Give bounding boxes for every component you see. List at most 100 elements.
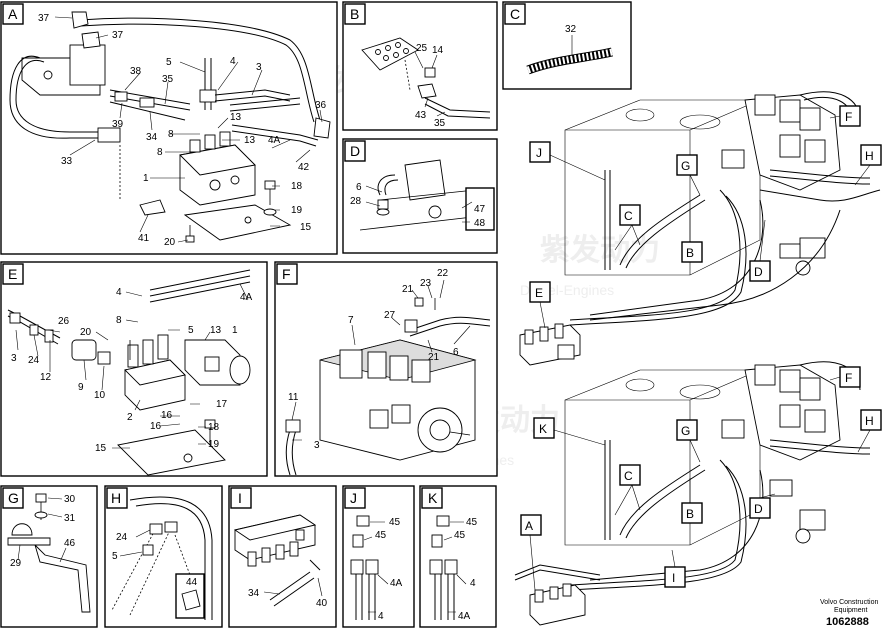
svg-text:17: 17 (216, 399, 228, 410)
panel-f: F 7 27 21 23 22 21 6 11 3 (274, 261, 498, 477)
panel-g: G 30 31 29 46 (0, 485, 98, 628)
svg-text:45: 45 (389, 517, 401, 528)
svg-text:12: 12 (40, 372, 52, 383)
footer: Volvo Construction Equipment 1062888 (820, 599, 878, 628)
svg-text:5: 5 (166, 57, 172, 68)
svg-text:48: 48 (474, 218, 486, 229)
svg-text:11: 11 (288, 392, 299, 403)
panel-e: E 4 4A 8 5 13 1 26 20 (0, 261, 268, 477)
svg-text:16: 16 (161, 410, 173, 421)
panel-b-title: B (350, 6, 359, 22)
svg-text:36: 36 (315, 100, 327, 111)
svg-text:4A: 4A (240, 292, 253, 303)
callout-top-g: G (681, 159, 690, 173)
callout-bottom-d: D (754, 502, 763, 516)
svg-text:26: 26 (58, 316, 70, 327)
panel-j-title: J (350, 490, 357, 506)
svg-text:5: 5 (188, 325, 194, 336)
footer-drawing-number: 1062888 (826, 616, 869, 628)
svg-text:22: 22 (437, 268, 449, 279)
svg-text:5: 5 (112, 551, 118, 562)
panel-i-title: I (238, 490, 242, 506)
panel-h: H 24 5 44 (104, 485, 223, 628)
svg-text:45: 45 (454, 530, 466, 541)
svg-text:40: 40 (316, 598, 328, 609)
svg-text:2: 2 (127, 412, 133, 423)
panel-g-title: G (8, 490, 19, 506)
svg-text:32: 32 (565, 24, 577, 35)
svg-text:24: 24 (116, 532, 128, 543)
svg-text:44: 44 (186, 577, 198, 588)
svg-text:37: 37 (112, 30, 124, 41)
svg-text:1: 1 (143, 173, 149, 184)
callout-bottom-f: F (845, 371, 852, 385)
panel-k: K 45 45 4 4A (419, 485, 497, 628)
svg-text:4A: 4A (390, 578, 403, 589)
svg-text:4: 4 (378, 611, 384, 622)
svg-text:15: 15 (95, 443, 107, 454)
panel-b: B 25 14 43 35 (342, 1, 498, 131)
panel-a: A (0, 1, 338, 255)
panel-e-title: E (8, 266, 17, 282)
callout-top-f: F (845, 110, 852, 124)
callout-bottom-g: G (681, 424, 690, 438)
watermark-cn-2: 紫发动力 (540, 234, 660, 267)
svg-text:47: 47 (474, 204, 486, 215)
svg-text:18: 18 (208, 422, 220, 433)
svg-text:6: 6 (356, 182, 362, 193)
svg-text:45: 45 (466, 517, 478, 528)
svg-text:4: 4 (116, 287, 122, 298)
footer-brand: Volvo Construction (820, 599, 878, 606)
panel-c: C 32 (502, 1, 632, 90)
panel-c-title: C (510, 6, 520, 22)
svg-text:24: 24 (28, 355, 40, 366)
footer-brand-line2: Equipment (834, 607, 868, 614)
svg-text:45: 45 (375, 530, 387, 541)
panel-k-title: K (428, 490, 438, 506)
callout-top-j: J (536, 146, 542, 160)
svg-text:35: 35 (162, 74, 174, 85)
svg-text:15: 15 (300, 222, 312, 233)
svg-text:16: 16 (150, 421, 162, 432)
svg-text:19: 19 (291, 205, 303, 216)
svg-text:21: 21 (402, 284, 414, 295)
panel-j: J 45 45 4A 4 (342, 485, 415, 628)
panel-a-title: A (8, 6, 18, 22)
svg-text:8: 8 (116, 315, 122, 326)
svg-text:37: 37 (38, 13, 50, 24)
svg-text:28: 28 (350, 196, 362, 207)
svg-text:30: 30 (64, 494, 76, 505)
svg-text:25: 25 (416, 43, 428, 54)
callout-bottom-a: A (525, 519, 533, 533)
callout-top-d: D (754, 265, 763, 279)
panel-d: D 6 28 47 48 (342, 138, 498, 254)
svg-text:8: 8 (168, 129, 174, 140)
panel-h-title: H (111, 490, 121, 506)
svg-text:6: 6 (453, 347, 459, 358)
svg-text:4A: 4A (268, 135, 281, 146)
svg-text:20: 20 (80, 327, 92, 338)
callout-bottom-c: C (624, 469, 633, 483)
callout-top-e: E (535, 286, 543, 300)
assembly-top: F J G H C B D E (519, 91, 882, 366)
svg-text:34: 34 (248, 588, 260, 599)
svg-text:4: 4 (470, 578, 476, 589)
svg-text:3: 3 (256, 62, 262, 73)
callout-top-h: H (865, 149, 874, 163)
svg-text:1: 1 (232, 325, 238, 336)
svg-text:14: 14 (432, 45, 444, 56)
svg-text:33: 33 (61, 156, 73, 167)
svg-text:4: 4 (230, 56, 236, 67)
svg-text:3: 3 (314, 440, 320, 451)
svg-text:42: 42 (298, 162, 310, 173)
svg-text:13: 13 (210, 325, 222, 336)
panel-i: I 34 40 (228, 485, 337, 628)
svg-text:10: 10 (94, 390, 106, 401)
svg-text:23: 23 (420, 278, 432, 289)
svg-text:13: 13 (244, 135, 256, 146)
callout-bottom-k: K (539, 422, 547, 436)
svg-text:8: 8 (157, 147, 163, 158)
svg-text:21: 21 (428, 352, 440, 363)
